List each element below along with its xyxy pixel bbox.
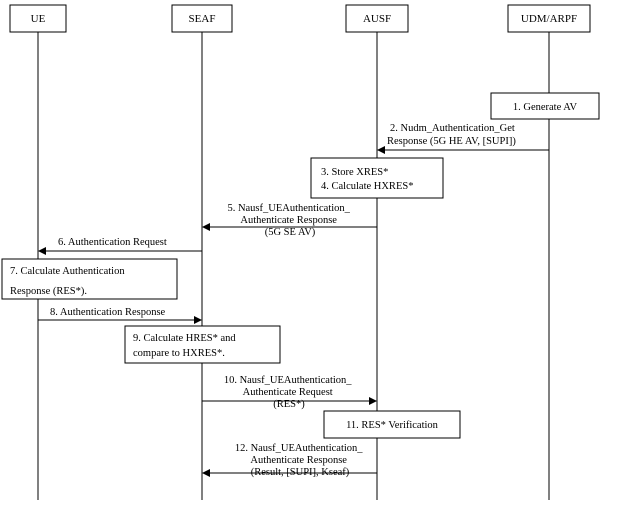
- step-8-message: 8. Authentication Response: [38, 307, 202, 324]
- entity-udm-arpf: UDM/ARPF: [507, 4, 591, 33]
- step-6-label: 6. Authentication Request: [58, 237, 167, 248]
- step-3-4-box: 3. Store XRES* 4. Calculate HXRES*: [310, 157, 444, 199]
- step-3-4-label: 3. Store XRES* 4. Calculate HXRES*: [321, 167, 413, 192]
- entity-ue: UE: [9, 4, 67, 33]
- entity-ausf-label: AUSF: [363, 13, 391, 25]
- entity-udm-arpf-label: UDM/ARPF: [521, 13, 577, 25]
- entity-ue-label: UE: [31, 13, 46, 25]
- entity-ausf: AUSF: [345, 4, 409, 33]
- step-1-label: 1. Generate AV: [513, 102, 578, 113]
- step-5-label: 5. Nausf_UEAuthentication_ Authenticate …: [227, 203, 352, 238]
- step-7-label: 7. Calculate Authentication Response (RE…: [10, 266, 127, 297]
- step-11-label: 11. RES* Verification: [346, 420, 439, 431]
- step-8-label: 8. Authentication Response: [50, 307, 166, 318]
- step-5-message: 5. Nausf_UEAuthentication_ Authenticate …: [202, 203, 377, 238]
- step-9-box: 9. Calculate HRES* and compare to HXRES*…: [124, 325, 281, 364]
- step-6-message: 6. Authentication Request: [38, 237, 202, 255]
- step-10-label: 10. Nausf_UEAuthentication_ Authenticate…: [224, 375, 354, 410]
- entity-seaf: SEAF: [171, 4, 233, 33]
- entity-seaf-label: SEAF: [189, 13, 216, 25]
- step-7-box: 7. Calculate Authentication Response (RE…: [1, 258, 178, 300]
- step-11-box: 11. RES* Verification: [323, 410, 461, 439]
- step-12-message: 12. Nausf_UEAuthentication_ Authenticate…: [202, 443, 377, 478]
- step-2-message: 2. Nudm_Authentication_Get Response (5G …: [377, 123, 549, 154]
- step-9-label: 9. Calculate HRES* and compare to HXRES*…: [133, 333, 238, 359]
- step-1-box: 1. Generate AV: [490, 92, 600, 120]
- step-10-message: 10. Nausf_UEAuthentication_ Authenticate…: [202, 375, 377, 410]
- step-2-label: 2. Nudm_Authentication_Get Response (5G …: [387, 123, 517, 147]
